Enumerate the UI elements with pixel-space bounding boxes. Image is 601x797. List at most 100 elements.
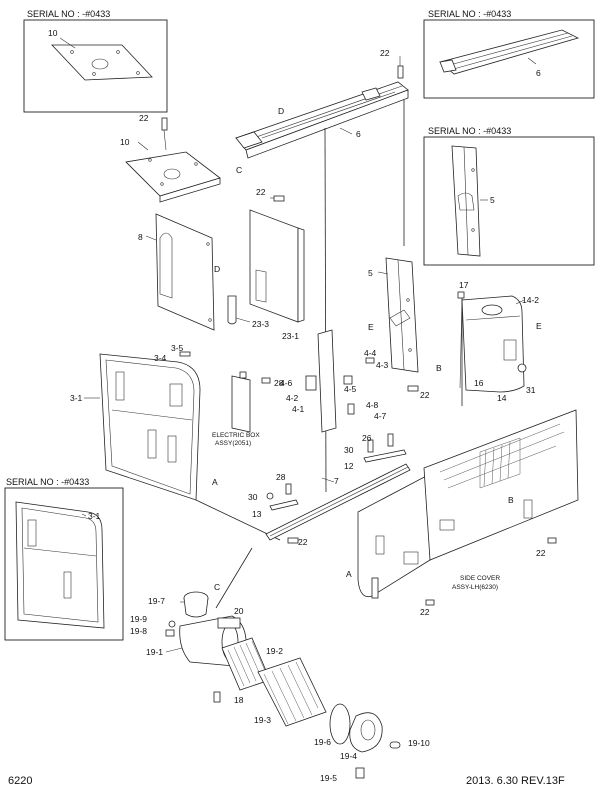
inset-serial-note: SERIAL NO : -#0433 (428, 126, 511, 136)
label-22: 22 (380, 48, 390, 58)
bolt-22 (407, 385, 419, 392)
bar-12-body (363, 449, 407, 463)
label-22: 22 (420, 607, 430, 617)
label-19-9: 19-9 (130, 614, 147, 624)
label-6: 6 (356, 129, 361, 139)
bracket-body (231, 375, 251, 433)
label-B: B (436, 363, 442, 373)
label-19-1: 19-1 (146, 647, 163, 657)
inset-frame (423, 136, 595, 266)
reservoir-14: 17 14-2 E 16 14 31 (457, 280, 542, 406)
label-6: 6 (536, 68, 541, 78)
label-28: 28 (274, 378, 284, 388)
label-10: 10 (48, 28, 58, 38)
bolt-22 (273, 195, 285, 202)
cover-19-4 (349, 712, 383, 753)
label-22: 22 (139, 113, 149, 123)
inset-frame (423, 19, 595, 99)
bolt-28 (285, 483, 292, 495)
label-17: 17 (459, 280, 469, 290)
bolt-28 (261, 377, 271, 384)
label-19-4: 19-4 (340, 751, 357, 761)
label-30: 30 (344, 445, 354, 455)
label-E: E (536, 321, 542, 331)
inset-serial-note: SERIAL NO : -#0433 (27, 9, 110, 19)
bracket-4-main (317, 329, 337, 433)
label-12: 12 (344, 461, 354, 471)
label-3-1: 3-1 (88, 511, 101, 521)
bracket-5-body (385, 257, 419, 373)
label-22: 22 (536, 548, 546, 558)
gasket-19-6 (329, 703, 351, 745)
hinge-a (371, 577, 379, 599)
panel-3-1-body (99, 353, 201, 501)
rail-7: 7 (265, 463, 411, 541)
label-E: E (368, 322, 374, 332)
label-19-10: 19-10 (408, 738, 430, 748)
inset-plate-10 (51, 44, 153, 81)
label-A: A (212, 477, 218, 487)
label-19-2: 19-2 (266, 646, 283, 656)
label-14-2: 14-2 (522, 295, 539, 305)
label-10: 10 (120, 137, 130, 147)
page-code: 6220 (8, 775, 32, 787)
fitting-19-9 (168, 620, 176, 628)
label-4-5: 4-5 (344, 384, 357, 394)
side-cover-assy: 22 B A 22 SIDE COVER ASSY-LH(6230) (346, 409, 579, 617)
label-19-8: 19-8 (130, 626, 147, 636)
bolt-22 (397, 65, 404, 79)
valve-19-5 (355, 767, 365, 779)
label-16: 16 (474, 378, 484, 388)
label-23-1: 23-1 (282, 331, 299, 341)
cover-23-1: 22 23-3 23-1 (227, 187, 305, 341)
label-4-1: 4-1 (292, 404, 305, 414)
label-3-5: 3-5 (171, 343, 184, 353)
label-31: 31 (526, 385, 536, 395)
label-22: 22 (420, 390, 430, 400)
upper-rail-6: 6 22 D C (235, 48, 409, 493)
inset-panel-3-1 (15, 501, 105, 629)
clip-19-10 (389, 741, 401, 749)
label-5: 5 (368, 268, 373, 278)
bolt-22 (161, 117, 168, 131)
filter-19-2 (221, 637, 271, 691)
label-19-7: 19-7 (148, 596, 165, 606)
label-20: 20 (234, 606, 244, 616)
inset-serial-note: SERIAL NO : -#0433 (428, 9, 511, 19)
air-cleaner-19: 19-7 C 20 19-9 19-8 19-1 19-2 18 19-3 19… (130, 547, 430, 783)
bracket-13 (269, 499, 299, 511)
inset-top-right: SERIAL NO : -#0433 6 (423, 9, 595, 99)
label-D: D (214, 264, 220, 274)
bolt-22 (425, 599, 435, 606)
note-side-cover-line2: ASSY-LH(6230) (452, 584, 498, 591)
clip-23-3 (227, 295, 237, 325)
plate-10-body (125, 151, 221, 197)
cover-23-1-body (249, 209, 299, 323)
label-4-4: 4-4 (364, 348, 377, 358)
bracket-8: 8 D (138, 213, 220, 331)
label-4-2: 4-2 (286, 393, 299, 403)
electric-box-bracket: 28 ELECTRIC BOX ASSY(2051) (212, 371, 284, 447)
bolt-26 (367, 439, 374, 453)
label-22: 22 (256, 187, 266, 197)
label-D: D (278, 106, 284, 116)
label-4-7: 4-7 (374, 411, 387, 421)
label-B: B (508, 495, 514, 505)
fitting-17 (457, 291, 465, 299)
label-8: 8 (138, 232, 143, 242)
bolt-18 (213, 691, 221, 703)
inset-top-left: SERIAL NO : -#0433 10 (23, 9, 168, 113)
bracket-8-body (155, 213, 215, 331)
note-electric-box-line1: ELECTRIC BOX (212, 432, 260, 439)
bracket-parts-4: 4-4 4-3 4-6 4-5 4-2 4-1 4-8 4-7 (280, 329, 389, 433)
label-5: 5 (490, 195, 495, 205)
label-4-8: 4-8 (366, 400, 379, 410)
label-A: A (346, 569, 352, 579)
inset-right-mid: SERIAL NO : -#0433 5 (423, 126, 595, 266)
label-19-5: 19-5 (320, 773, 337, 783)
label-30: 30 (248, 492, 258, 502)
label-28: 28 (276, 472, 286, 482)
label-23-3: 23-3 (252, 319, 269, 329)
label-C: C (214, 582, 220, 592)
side-cover-rear (423, 409, 579, 561)
